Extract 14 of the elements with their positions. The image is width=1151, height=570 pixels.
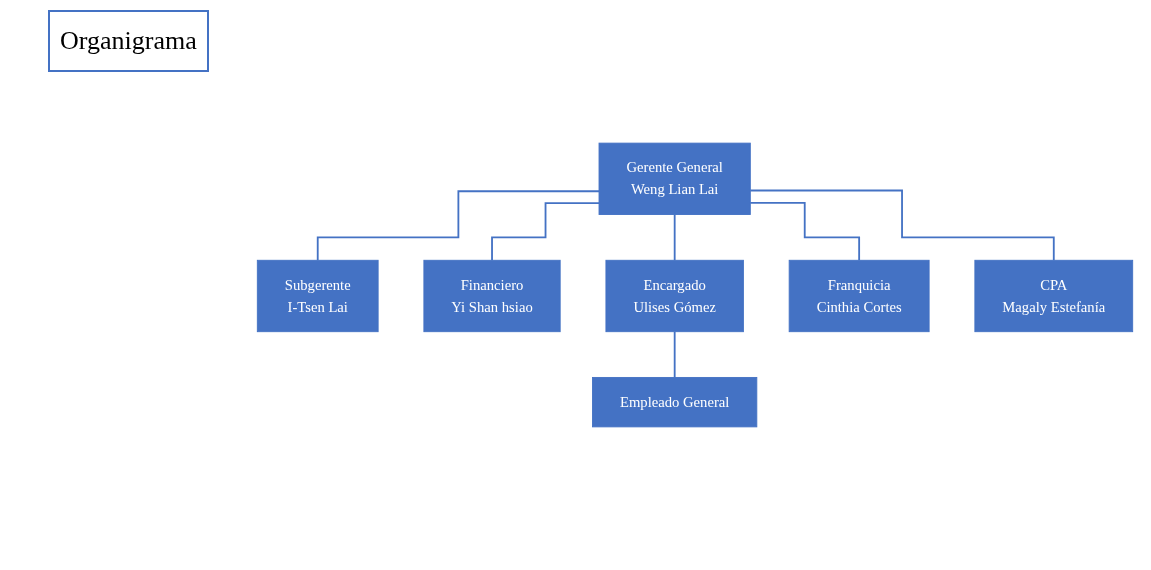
connector [316, 190, 600, 262]
node-box: Financiero Yi Shan hsiao [423, 259, 561, 333]
connector [491, 202, 600, 262]
diagram-title: Organigrama [48, 10, 209, 72]
node-box: Gerente General Weng Lian Lai [598, 142, 751, 215]
node-box: CPA Magaly Estefanía [974, 259, 1134, 333]
connector [673, 213, 676, 262]
node-box: Empleado General [592, 377, 758, 428]
connector [673, 330, 676, 379]
node-box: Encargado Ulises Gómez [605, 259, 744, 333]
connector [749, 201, 861, 262]
node-box: Franquicia Cinthia Cortes [788, 259, 930, 333]
node-box: Subgerente I-Tsen Lai [256, 259, 379, 333]
connector [749, 189, 1055, 262]
